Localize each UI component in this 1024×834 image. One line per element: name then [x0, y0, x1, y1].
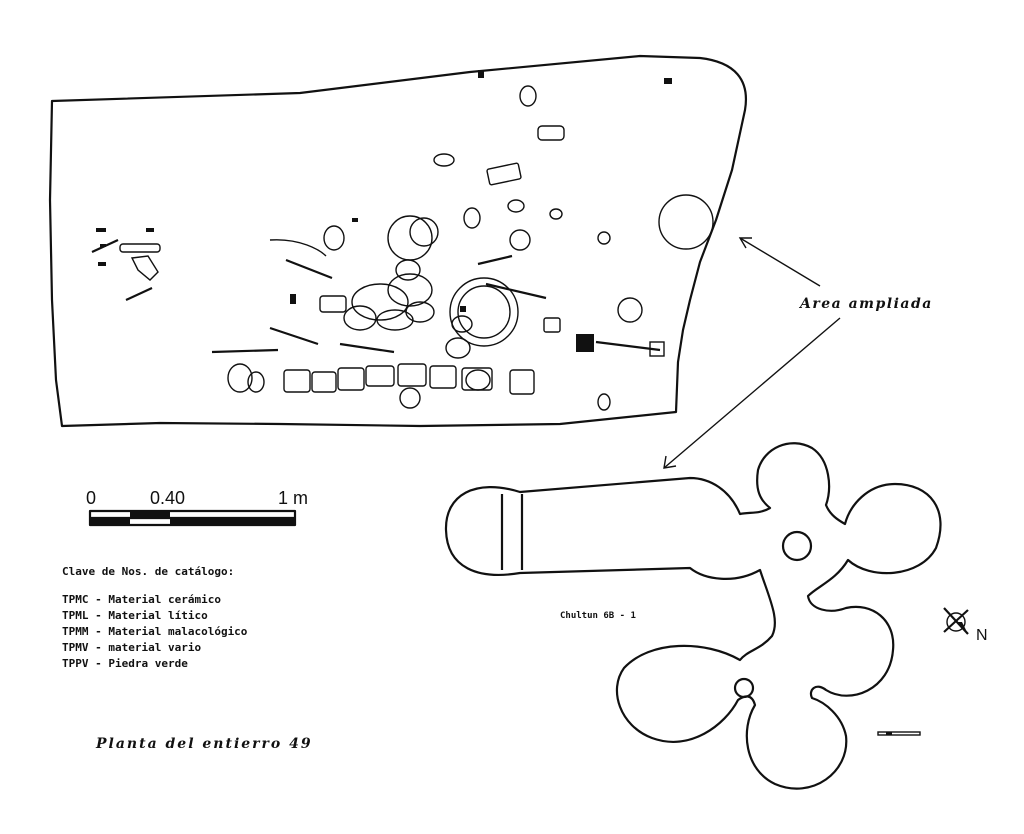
- arrow-to-chultun: [663, 317, 841, 469]
- burial-area-outline: [48, 54, 747, 428]
- north-label: N: [976, 627, 988, 644]
- burial-enlarged-area: [48, 54, 747, 428]
- arrow-to-area: [739, 237, 821, 287]
- pit-circle-right: [658, 194, 714, 250]
- legend-item: TPMC - Material cerámico: [62, 593, 221, 606]
- chultun-small-chamber-lower: [733, 677, 755, 699]
- left-bone-cluster: [91, 228, 161, 301]
- chultun-label: Chultun 6B - 1: [560, 611, 636, 621]
- mini-scale-bar: [877, 731, 921, 736]
- scale-tick-040: 0.40: [150, 488, 185, 508]
- legend-item: TPML - Material lítico: [62, 609, 208, 622]
- central-bone-cluster: [211, 70, 672, 411]
- callout-label: Area ampliada: [798, 296, 933, 312]
- legend-item: TPPV - Piedra verde: [62, 657, 188, 670]
- plan-title: Planta del entierro 49: [95, 736, 313, 752]
- callout-arrows: Area ampliada: [663, 237, 933, 469]
- legend-item: TPMM - Material malacológico: [62, 625, 248, 638]
- scale-tick-1m: 1 m: [278, 488, 308, 508]
- catalogue-legend: Clave de Nos. de catálogo: TPMC - Materi…: [62, 565, 248, 670]
- north-arrow: N: [943, 607, 988, 644]
- chultun-plan: Chultun 6B - 1: [444, 442, 942, 790]
- scale-tick-0: 0: [86, 488, 96, 508]
- chultun-small-chamber: [781, 530, 813, 562]
- scale-bar: 0 0.40 1 m: [86, 488, 308, 527]
- chultun-outline: [444, 442, 942, 790]
- legend-heading: Clave de Nos. de catálogo:: [62, 565, 234, 578]
- legend-item: TPMV - material vario: [62, 641, 201, 654]
